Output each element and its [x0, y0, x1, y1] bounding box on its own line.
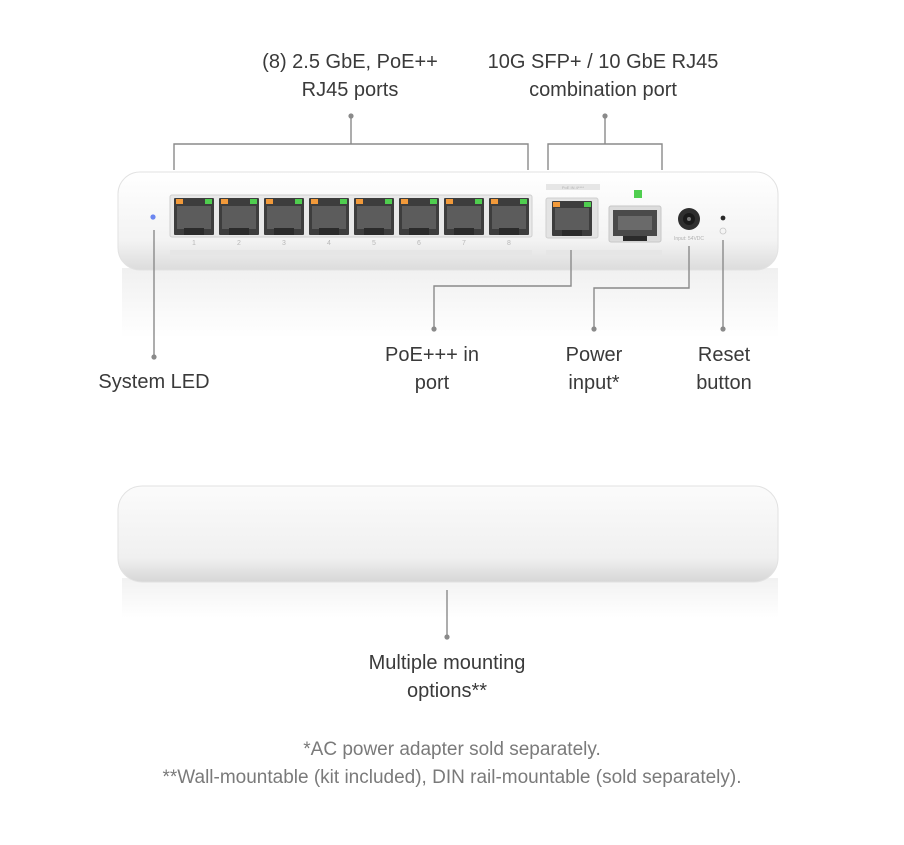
combo-bracket [547, 143, 663, 170]
sfp-plus-port[interactable] [608, 205, 662, 243]
system-led-label-line1: System LED [98, 371, 210, 393]
rj45-port[interactable] [444, 198, 484, 235]
switch-front-view: 1 2 3 4 5 6 7 8 PoE IN 4**** [117, 171, 779, 338]
power-input-label-line2: input* [568, 372, 620, 394]
combo-port-label-line1: 10G SFP+ / 10 GbE RJ45 [487, 51, 719, 73]
power-input-tag: Input: 54VDC [674, 236, 704, 242]
port-number-label: 8 [507, 240, 511, 247]
rj45-port[interactable] [174, 198, 214, 235]
mounting-options-label: Multiple mounting options** [337, 649, 557, 705]
footnote-mounting: **Wall-mountable (kit included), DIN rai… [162, 767, 742, 788]
rj45-label-strip [170, 250, 532, 255]
callout-dots [151, 113, 726, 640]
combo-port-label-line2: combination port [529, 79, 677, 101]
port-number-label: 5 [372, 240, 376, 247]
reset-icon [719, 227, 727, 235]
mounting-options-label-line2: options** [406, 680, 488, 702]
reset-button-label-line1: Reset [697, 344, 751, 366]
poe-in-port[interactable] [545, 197, 599, 239]
sfp-status-led [634, 190, 642, 198]
poe-in-leader [433, 250, 572, 328]
rj45-ports-label-line1: (8) 2.5 GbE, PoE++ [262, 51, 438, 73]
port-number-label: 7 [462, 240, 466, 247]
rj45-ports-label-line2: RJ45 ports [301, 79, 399, 101]
power-input-label-line1: Power [565, 344, 623, 366]
rj45-port[interactable] [309, 198, 349, 235]
reset-button[interactable] [720, 215, 726, 221]
power-input-leader [593, 246, 690, 328]
rj45-port[interactable] [489, 198, 529, 235]
poe-in-tag: PoE IN 4**** [562, 185, 585, 190]
rj45-port[interactable] [354, 198, 394, 235]
poe-in-tag-strip [546, 184, 600, 190]
port-number-labels: 1 2 3 4 5 6 7 8 [192, 240, 511, 247]
callout-lines [153, 116, 724, 636]
poe-in-label: PoE+++ in port [362, 341, 502, 397]
reset-button-label: Reset button [674, 341, 774, 397]
top-chassis [117, 485, 779, 583]
combo-port-label: 10G SFP+ / 10 GbE RJ45 combination port [468, 48, 738, 104]
reset-button-label-line2: button [696, 372, 752, 394]
power-input-label: Power input* [544, 341, 644, 397]
port-number-label: 2 [237, 240, 241, 247]
rj45-panel [169, 194, 533, 238]
rj45-port-group [174, 198, 529, 235]
power-input-jack [678, 208, 700, 230]
rj45-port[interactable] [264, 198, 304, 235]
port-number-label: 1 [192, 240, 196, 247]
mounting-options-label-line1: Multiple mounting [368, 652, 526, 674]
rj45-ports-label: (8) 2.5 GbE, PoE++ RJ45 ports [240, 48, 460, 104]
footnote-power-adapter: *AC power adapter sold separately. [303, 739, 601, 760]
poe-in-label-line1: PoE+++ in [385, 344, 479, 366]
top-reflection [122, 578, 778, 618]
port-number-label: 3 [282, 240, 286, 247]
rj45-port[interactable] [219, 198, 259, 235]
system-led-label: System LED [74, 368, 234, 396]
rj45-port[interactable] [399, 198, 439, 235]
poe-in-label-line2: port [414, 372, 450, 394]
rj45-bracket [173, 143, 529, 170]
switch-top-view [117, 485, 779, 618]
port-number-label: 6 [417, 240, 421, 247]
combo-label-strip [546, 250, 662, 255]
system-led [150, 214, 156, 220]
front-reflection [122, 268, 778, 338]
port-number-label: 4 [327, 240, 331, 247]
